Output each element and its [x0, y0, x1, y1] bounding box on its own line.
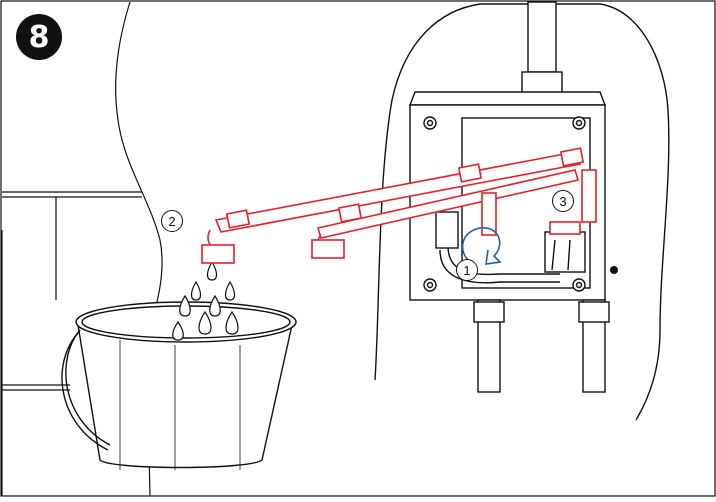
lower-pipes [473, 299, 610, 393]
callout-3: 3 [552, 190, 574, 212]
callout-2: 2 [161, 210, 183, 232]
top-pipe [521, 1, 563, 99]
hose-icon [201, 147, 597, 264]
step-number-badge: 8 [16, 14, 62, 60]
wall-anchor [610, 266, 618, 274]
wall-niche [374, 3, 670, 421]
valve-box-icon [408, 91, 607, 301]
callout-1: 1 [456, 259, 478, 281]
bucket-icon [61, 301, 297, 470]
rotation-arrow [461, 227, 502, 265]
water-drop-icon [172, 260, 239, 341]
